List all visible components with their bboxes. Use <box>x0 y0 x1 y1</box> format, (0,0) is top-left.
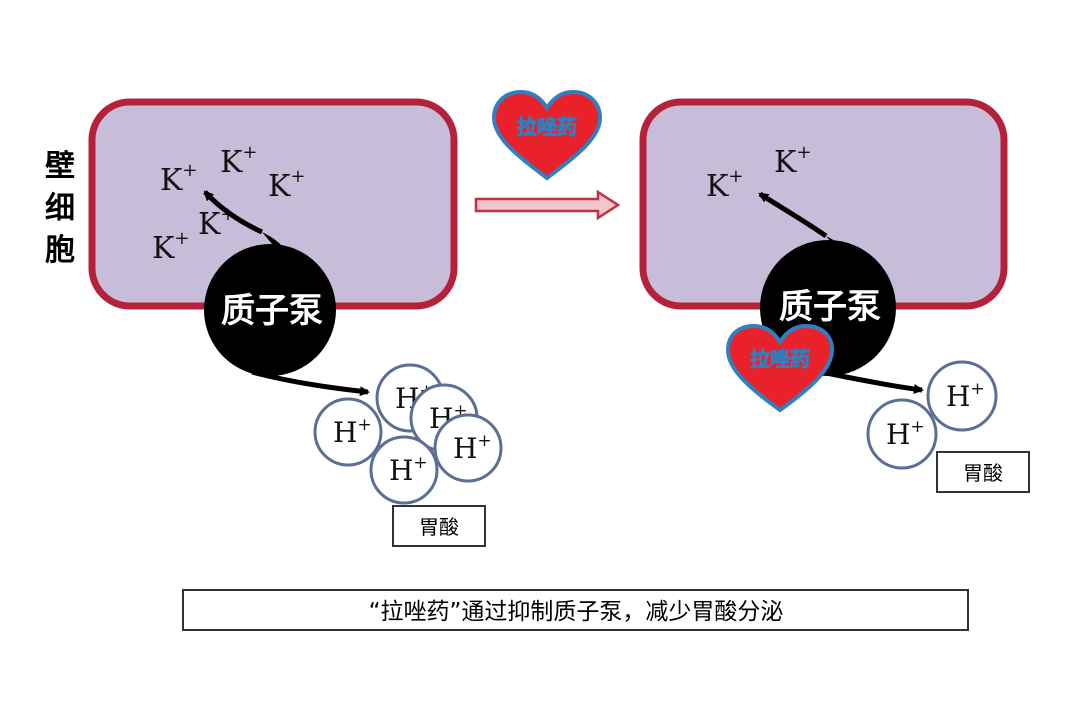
svg-text:H+: H+ <box>333 415 372 449</box>
left-panel: K+ K+ K+ K+ K+ 质子泵 H+ H+ <box>88 98 503 547</box>
side-label-char-1: 壁 <box>45 149 75 184</box>
left-k-ion: K+ <box>160 160 198 198</box>
right-acid-label: 胃酸 <box>963 461 1003 485</box>
right-k-uptake-arrow <box>758 191 828 239</box>
left-h-secretion-arrow <box>251 369 370 397</box>
left-acid-label: 胃酸 <box>419 515 459 539</box>
left-pump-label: 质子泵 <box>221 291 323 331</box>
caption-box: “拉唑药”通过抑制质子泵，减少胃酸分泌 <box>182 589 969 631</box>
left-proton-pump <box>204 244 336 376</box>
side-label-char-2: 细 <box>45 191 75 226</box>
left-k-ion: K+ <box>268 166 306 204</box>
svg-text:H+: H+ <box>946 379 985 413</box>
right-h-ion: H+ <box>866 398 938 470</box>
svg-text:K+: K+ <box>160 160 198 198</box>
right-k-ion: K+ <box>706 166 744 204</box>
svg-text:H+: H+ <box>453 431 492 465</box>
left-h-ion: H+ <box>313 397 383 467</box>
left-h-ion: H+ <box>433 413 503 483</box>
right-k-ion: K+ <box>774 142 812 180</box>
side-label: 壁 细 胞 <box>45 149 75 268</box>
right-acid-box <box>936 451 1030 493</box>
drug-heart <box>491 89 603 181</box>
svg-text:K+: K+ <box>706 166 744 204</box>
svg-text:K+: K+ <box>268 166 306 204</box>
right-k-arrow-tail <box>826 236 850 256</box>
svg-text:K+: K+ <box>220 142 258 180</box>
transition-arrow <box>474 189 621 221</box>
caption-text: “拉唑药”通过抑制质子泵，减少胃酸分泌 <box>369 599 784 625</box>
left-k-ion: K+ <box>152 228 190 266</box>
left-k-arrow-tail <box>262 232 286 252</box>
svg-text:H+: H+ <box>389 453 428 487</box>
svg-text:H+: H+ <box>886 417 925 451</box>
left-acid-box <box>392 505 486 547</box>
right-pump-label: 质子泵 <box>779 287 881 327</box>
blocking-drug-heart <box>725 323 835 413</box>
left-k-ion: K+ <box>220 142 258 180</box>
svg-text:K+: K+ <box>774 142 812 180</box>
left-h-ion: H+ <box>369 435 439 505</box>
right-h-ion: H+ <box>926 360 998 432</box>
middle-transition: 拉唑药 <box>474 89 621 221</box>
svg-text:K+: K+ <box>152 228 190 266</box>
left-k-uptake-arrow <box>203 190 264 235</box>
blocking-drug-label: 拉唑药 <box>750 347 810 371</box>
drug-heart-label: 拉唑药 <box>517 115 577 139</box>
right-h-secretion-arrow <box>811 367 924 394</box>
side-label-char-3: 胞 <box>45 233 75 268</box>
right-panel: K+ K+ 质子泵 拉唑药 H+ H+ 胃酸 <box>639 98 1030 493</box>
